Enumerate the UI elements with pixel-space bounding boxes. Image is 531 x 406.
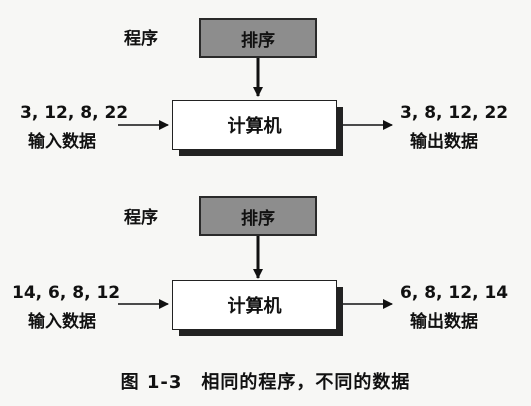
figure-caption: 图 1-3 相同的程序，不同的数据 [120,372,411,393]
program-label-1: 程序 [124,29,158,49]
program-box-1: 排序 [199,18,317,58]
computer-box-2: 计算机 [172,280,343,336]
input-label-2: 输入数据 [28,312,96,332]
input-label-1: 输入数据 [28,132,96,152]
input-values-1: 3, 12, 8, 22 [20,103,129,123]
program-label-2: 程序 [124,208,158,228]
output-values-1: 3, 8, 12, 22 [400,103,509,123]
output-label-2: 输出数据 [410,312,478,332]
input-values-2: 14, 6, 8, 12 [12,283,121,303]
computer-box-1: 计算机 [172,100,343,156]
output-label-1: 输出数据 [410,132,478,152]
program-box-2: 排序 [199,196,317,236]
output-values-2: 6, 8, 12, 14 [400,283,509,303]
